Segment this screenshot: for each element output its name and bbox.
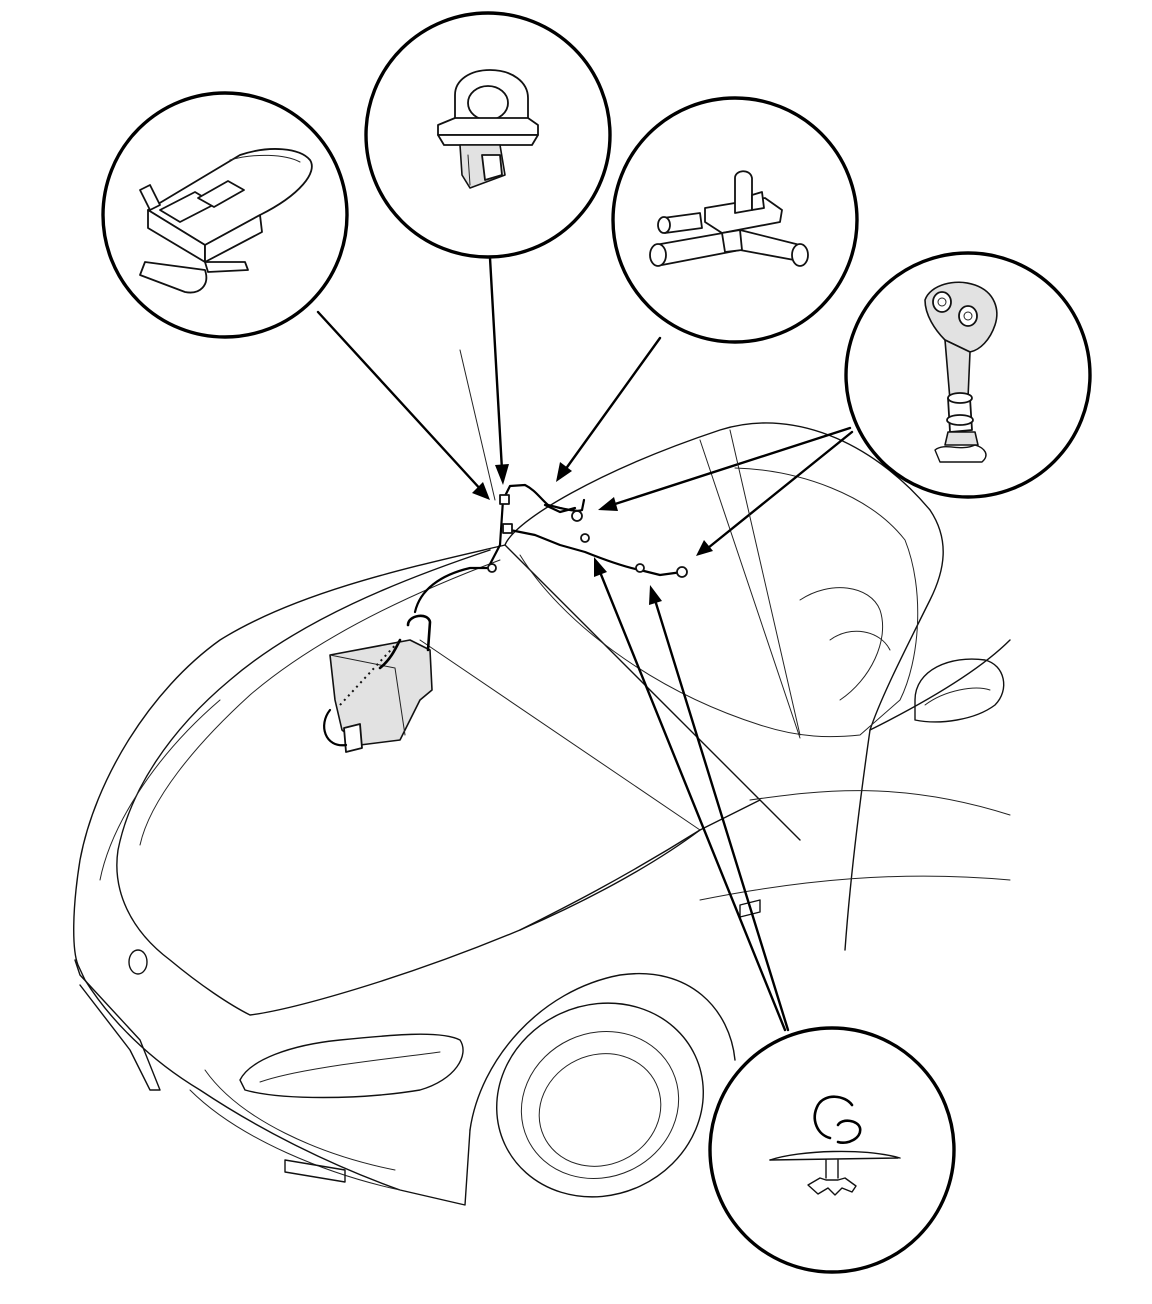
hood-edge-front	[100, 700, 220, 880]
front-wheel-outer	[465, 970, 736, 1231]
leader-nozzle-right	[708, 432, 852, 548]
door-handle	[740, 900, 760, 917]
hose-hook-marker-2	[581, 534, 589, 542]
windshield-reflection	[700, 440, 800, 738]
headlight	[240, 1034, 463, 1097]
t-joint-icon	[650, 171, 808, 266]
fender-top	[520, 800, 760, 930]
leader-clamp-grommet	[490, 258, 502, 470]
washer-system	[324, 485, 687, 752]
front-wheel-inner	[521, 1034, 680, 1186]
nozzle-marker-right	[677, 567, 687, 577]
hood-crease	[420, 640, 700, 830]
hood-rear-edge	[505, 545, 800, 840]
bumper-line	[190, 1090, 400, 1190]
callout-hose-joint	[613, 98, 857, 342]
hood-outline	[117, 550, 700, 1015]
headlight-inner	[260, 1052, 440, 1082]
washer-nozzle-icon	[925, 282, 997, 462]
arrowhead-nozzle-right	[696, 540, 713, 556]
nozzle-jet-2	[959, 306, 977, 326]
arrowhead-clamp-grommet	[495, 464, 509, 485]
reference-line-right	[730, 430, 800, 735]
door-shoulder	[750, 791, 1010, 815]
windshield-glass-edge	[520, 468, 918, 737]
bumper-line-2	[205, 1070, 395, 1170]
hose-hook-clip-icon	[770, 1097, 900, 1195]
arrowhead-hook-1	[594, 557, 607, 577]
leader-hook-2	[655, 600, 788, 1030]
grommet-hole	[468, 86, 508, 120]
leader-hose-joint	[565, 338, 660, 470]
hose-clip-marker-1	[500, 495, 509, 504]
flat-hose-clip-icon	[140, 149, 312, 293]
callout-hose-hook	[710, 1028, 954, 1272]
arrowhead-nozzle-left	[598, 497, 618, 511]
reservoir-filler-neck	[408, 616, 430, 650]
door-lower	[700, 876, 1010, 900]
nozzle-jet-1	[933, 292, 951, 312]
front-lip	[75, 960, 160, 1090]
hose-hook-marker-1	[488, 564, 496, 572]
arrowhead-hook-2	[649, 585, 662, 605]
leader-hook-1	[600, 572, 785, 1030]
seat-outline-2	[830, 631, 890, 650]
callout-frame-hose-hook	[710, 1028, 954, 1272]
pump-outlet-hose	[324, 710, 346, 745]
callout-clamp-grommet	[366, 13, 610, 257]
joint-marker	[545, 505, 575, 512]
reservoir-face	[330, 655, 405, 735]
mirror	[915, 659, 1004, 722]
hose-clamp-grommet-icon	[438, 70, 538, 188]
front-wheel-rim	[497, 1006, 703, 1204]
washer-reservoir	[330, 640, 432, 745]
fog-light	[285, 1160, 345, 1182]
hood-inner-line	[140, 560, 500, 845]
seat-outline	[800, 588, 883, 700]
mirror-inner	[925, 688, 990, 705]
leader-hose-clip	[318, 312, 483, 492]
main-washer-hose	[415, 485, 584, 612]
wheel-arch	[470, 974, 735, 1130]
front-fascia-outline	[74, 545, 505, 1205]
door-line	[845, 730, 870, 950]
hose-hook-marker-3	[636, 564, 644, 572]
reservoir-dotted-line	[340, 640, 400, 705]
leader-nozzle-left	[612, 428, 850, 505]
callout-hose-clip	[103, 93, 347, 337]
washer-pump	[344, 724, 362, 752]
arrowhead-hose-clip	[472, 482, 490, 500]
arrowhead-hose-joint	[556, 462, 572, 482]
reference-line-left	[460, 350, 495, 500]
callout-washer-nozzle	[846, 253, 1090, 497]
hose-clip-marker-2	[503, 524, 512, 533]
leader-lines	[318, 258, 852, 1030]
body-side-top	[870, 640, 1010, 730]
nozzle-marker-left	[572, 511, 582, 521]
front-emblem	[129, 950, 147, 974]
